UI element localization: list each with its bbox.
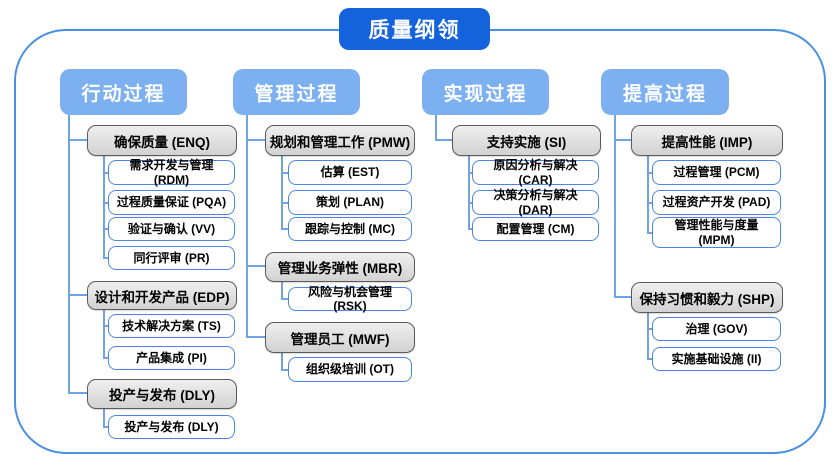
column-header-4: 提高过程 — [601, 69, 729, 115]
connector-line — [647, 231, 652, 234]
connector-line — [614, 115, 616, 298]
group-box-dly: 投产与发布 (DLY) — [87, 379, 237, 409]
leaf-box-rsk: 风险与机会管理 (RSK) — [288, 285, 412, 313]
connector-line — [281, 154, 283, 230]
connector-line — [68, 115, 70, 394]
leaf-box-rdm: 需求开发与管理 (RDM) — [108, 158, 235, 187]
leaf-box-dly: 投产与发布 (DLY) — [108, 415, 235, 439]
group-box-edp: 设计和开发产品 (EDP) — [87, 281, 237, 310]
leaf-box-pr: 同行评审 (PR) — [108, 246, 235, 270]
leaf-box-car: 原因分析与解决 (CAR) — [472, 158, 599, 187]
connector-line — [246, 265, 265, 267]
column-header-1: 行动过程 — [60, 69, 187, 115]
leaf-box-pqa: 过程质量保证 (PQA) — [108, 190, 235, 215]
group-box-pmw: 规划和管理工作 (PMW) — [265, 125, 415, 156]
connector-line — [281, 298, 288, 300]
connector-line — [281, 351, 283, 371]
leaf-box-mc: 跟踪与控制 (MC) — [288, 217, 412, 241]
leaf-box-gov: 治理 (GOV) — [652, 317, 781, 341]
connector-line — [614, 138, 631, 141]
connector-line — [468, 171, 472, 174]
leaf-box-ii: 实施基础设施 (II) — [652, 347, 781, 371]
connector-line — [435, 138, 452, 141]
leaf-box-pi: 产品集成 (PI) — [108, 346, 235, 370]
connector-line — [468, 228, 472, 230]
connector-line — [103, 357, 108, 359]
connector-line — [281, 280, 283, 300]
group-box-enq: 确保质量 (ENQ) — [87, 125, 237, 156]
leaf-box-ot: 组织级培训 (OT) — [288, 357, 412, 382]
connector-line — [281, 201, 288, 204]
connector-line — [246, 115, 248, 338]
connector-line — [103, 257, 108, 259]
connector-line — [103, 308, 105, 359]
connector-line — [647, 358, 652, 360]
group-box-mbr: 管理业务弹性 (MBR) — [265, 252, 415, 282]
connector-line — [103, 407, 105, 428]
connector-line — [103, 171, 108, 174]
connector-line — [103, 201, 108, 204]
group-box-si: 支持实施 (SI) — [452, 125, 601, 156]
leaf-box-dar: 决策分析与解决 (DAR) — [472, 188, 599, 217]
connector-line — [281, 171, 288, 174]
leaf-box-vv: 验证与确认 (VV) — [108, 217, 235, 241]
leaf-box-pcm: 过程管理 (PCM) — [652, 160, 781, 185]
column-header-2: 管理过程 — [233, 69, 360, 115]
leaf-box-ts: 技术解决方案 (TS) — [108, 314, 235, 338]
connector-line — [246, 138, 265, 141]
connector-line — [103, 154, 105, 259]
group-box-imp: 提高性能 (IMP) — [631, 125, 783, 156]
leaf-box-cm: 配置管理 (CM) — [472, 217, 599, 241]
column-header-3: 实现过程 — [422, 69, 549, 115]
connector-line — [68, 392, 87, 394]
connector-line — [103, 325, 108, 327]
connector-line — [468, 201, 472, 204]
leaf-box-est: 估算 (EST) — [288, 160, 412, 185]
connector-line — [647, 311, 649, 360]
connector-line — [103, 228, 108, 230]
connector-line — [468, 154, 470, 230]
connector-line — [435, 115, 437, 141]
connector-line — [68, 138, 87, 141]
group-box-mwf: 管理员工 (MWF) — [265, 322, 415, 353]
diagram-title: 质量纲领 — [339, 8, 490, 50]
connector-line — [103, 426, 108, 428]
leaf-box-pad: 过程资产开发 (PAD) — [652, 190, 781, 215]
connector-line — [647, 171, 652, 174]
connector-line — [246, 335, 265, 338]
connector-line — [614, 295, 631, 298]
leaf-box-mpm: 管理性能与度量 (MPM) — [652, 217, 781, 248]
leaf-box-plan: 策划 (PLAN) — [288, 190, 412, 215]
connector-line — [647, 201, 652, 204]
connector-line — [281, 368, 288, 371]
connector-line — [647, 328, 652, 330]
connector-line — [647, 154, 649, 234]
connector-line — [68, 293, 87, 296]
group-box-shp: 保持习惯和毅力 (SHP) — [631, 282, 783, 313]
connector-line — [281, 228, 288, 230]
